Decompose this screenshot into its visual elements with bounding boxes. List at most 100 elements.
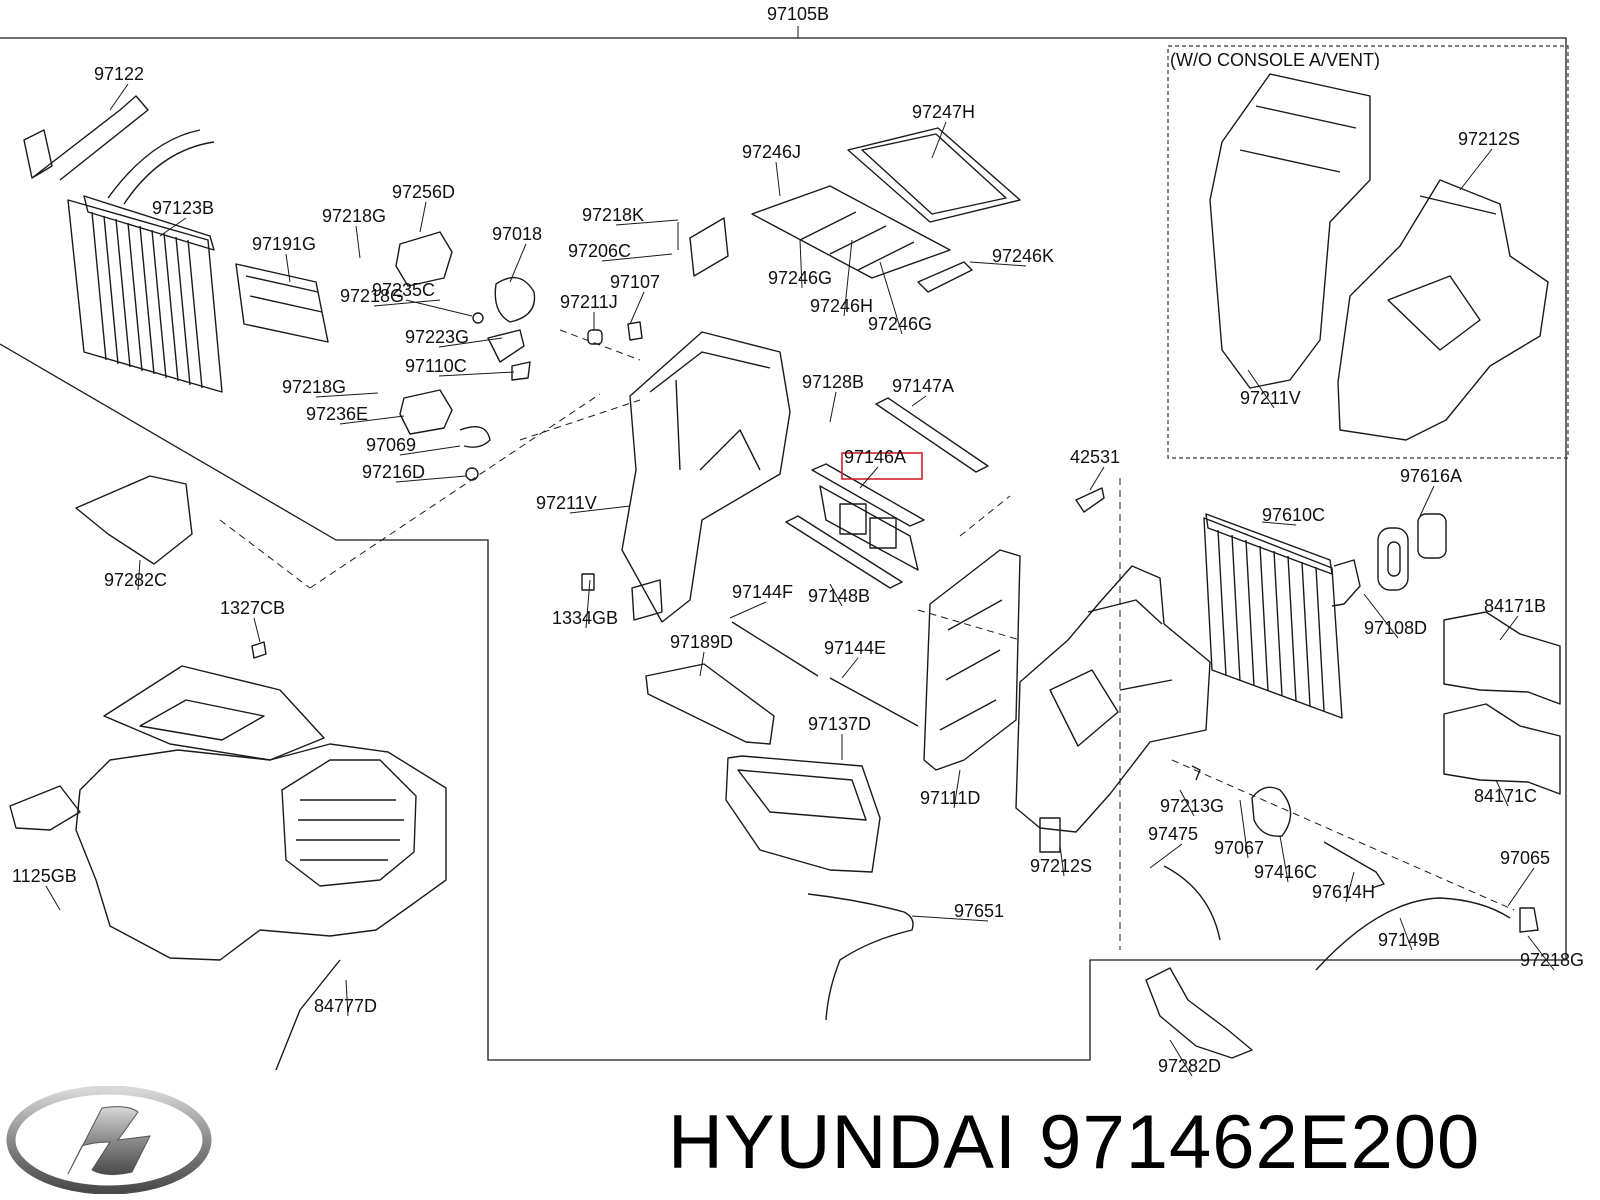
- callout-97282d: 97282D: [1158, 1056, 1221, 1076]
- callout-97148b: 97148B: [808, 586, 870, 606]
- callout-97211v: 97211V: [536, 493, 597, 513]
- callout-97110c: 97110C: [405, 356, 467, 376]
- callout-1125gb: 1125GB: [12, 866, 77, 886]
- callout-97610c: 97610C: [1262, 505, 1325, 525]
- leader-97282c: [137, 559, 141, 591]
- callout-1334gb: 1334GB: [552, 608, 618, 628]
- callout-97218g: 97218G: [1520, 950, 1584, 970]
- callout-97475: 97475: [1148, 824, 1198, 844]
- leader-97146a: [859, 466, 879, 489]
- leader-97144f: [729, 601, 767, 619]
- callout-97246h: 97246H: [810, 296, 873, 316]
- callout-97616a: 97616A: [1400, 466, 1462, 486]
- callout-42531: 42531: [1070, 447, 1120, 467]
- callout-97218g: 97218G: [282, 377, 346, 397]
- callout-97211j: 97211J: [560, 292, 618, 312]
- callout-84171c: 84171C: [1474, 786, 1537, 806]
- callout-97144f: 97144F: [732, 582, 793, 602]
- leader-97475: [1149, 843, 1183, 869]
- callout-97218g: 97218G: [322, 206, 386, 226]
- callout-97416c: 97416C: [1254, 862, 1317, 882]
- panel-97191g: [235, 263, 329, 343]
- leader-1327cb: [253, 617, 261, 643]
- callout-97065: 97065: [1500, 848, 1550, 868]
- leader-97235c: [405, 299, 473, 317]
- callout-97122: 97122: [94, 64, 144, 84]
- callout-labels: 9712297123B97191G97218G97256D97218G97235…: [12, 64, 1584, 1076]
- leader-97236e: [339, 415, 405, 425]
- callout-97206c: 97206C: [568, 241, 631, 261]
- callout-leaders: [45, 83, 1555, 1077]
- callout-97218k: 97218K: [582, 205, 644, 225]
- assembly-code-label: 97105B: [767, 4, 829, 24]
- leader-97223g: [438, 337, 503, 348]
- callout-97651: 97651: [954, 901, 1004, 921]
- highlight-box: [841, 452, 923, 480]
- callout-97137d: 97137D: [808, 714, 871, 734]
- callout-97128b: 97128B: [802, 372, 864, 392]
- leader-97216d: [395, 475, 467, 483]
- leader-97416c: [1279, 835, 1289, 883]
- leader-84171b: [1499, 615, 1519, 641]
- lower-center-parts: [645, 549, 1021, 873]
- evap-case-97212s: [1015, 487, 1211, 853]
- callout-97123b: 97123B: [152, 198, 214, 218]
- leader-97149b: [1399, 917, 1413, 951]
- callout-97247h: 97247H: [912, 102, 975, 122]
- leader-1125gb: [45, 885, 61, 911]
- callout-97212s: 97212S: [1030, 856, 1092, 876]
- leader-97147a: [911, 395, 927, 407]
- leader-97067: [1239, 799, 1249, 859]
- evaporator-97610c: [1203, 513, 1447, 719]
- callout-97108d: 97108D: [1364, 618, 1427, 638]
- callout-97067: 97067: [1214, 838, 1264, 858]
- heater-core: [23, 95, 223, 393]
- callout-97246g: 97246G: [868, 314, 932, 334]
- callout-97149b: 97149B: [1378, 930, 1440, 950]
- leader-dashes: [219, 329, 1515, 950]
- leader-97218g: [355, 225, 361, 259]
- inset-case-drawing: [1209, 73, 1549, 441]
- callout-84777d: 84777D: [314, 996, 377, 1016]
- leader-97651: [911, 915, 989, 922]
- callout-97211v: 97211V: [1240, 388, 1301, 408]
- leader-97218g: [373, 299, 441, 307]
- leader-97018: [509, 243, 527, 283]
- filter-seals: [751, 127, 1021, 293]
- brand-name: HYUNDAI: [668, 1100, 1018, 1185]
- leader-97246h: [843, 239, 853, 317]
- inset-caption: (W/O CONSOLE A/VENT): [1170, 50, 1380, 70]
- leader-97246k: [969, 261, 1027, 267]
- callout-97223g: 97223G: [405, 327, 469, 347]
- callout-97236e: 97236E: [306, 404, 368, 424]
- filter-frames: [785, 397, 989, 589]
- hoses: [807, 765, 1539, 1059]
- leader-97148b: [829, 583, 843, 607]
- callout-97235c: 97235C: [372, 280, 435, 300]
- leader-97189d: [699, 651, 705, 677]
- brand-part-number: HYUNDAI 971462E200: [668, 1098, 1480, 1188]
- leader-97213g: [1179, 789, 1195, 817]
- leader-84171c: [1495, 779, 1509, 807]
- callout-97246j: 97246J: [742, 142, 801, 162]
- leader-97110c: [438, 371, 515, 377]
- leader-97211v: [1247, 369, 1275, 409]
- leader-42531: [1089, 466, 1105, 491]
- insulation-pads: [1443, 611, 1561, 795]
- leader-97614h: [1345, 871, 1355, 903]
- callout-97147a: 97147A: [892, 376, 954, 396]
- leader-97144e: [841, 657, 859, 679]
- callout-97146a: 97146A: [844, 447, 906, 467]
- leader-97247h: [931, 121, 947, 159]
- callout-97218g: 97218G: [340, 286, 404, 306]
- callout-97216d: 97216D: [362, 462, 425, 482]
- leader-97610c: [1261, 521, 1297, 526]
- callout-1327cb: 1327CB: [220, 598, 285, 618]
- leader-84777d: [345, 979, 349, 1017]
- callout-97246g: 97246G: [768, 268, 832, 288]
- callout-97191g: 97191G: [252, 234, 316, 254]
- leader-97111d: [953, 769, 961, 809]
- leader-97206c: [601, 253, 673, 262]
- leader-97122: [109, 83, 129, 111]
- blower-assembly: [9, 475, 447, 1071]
